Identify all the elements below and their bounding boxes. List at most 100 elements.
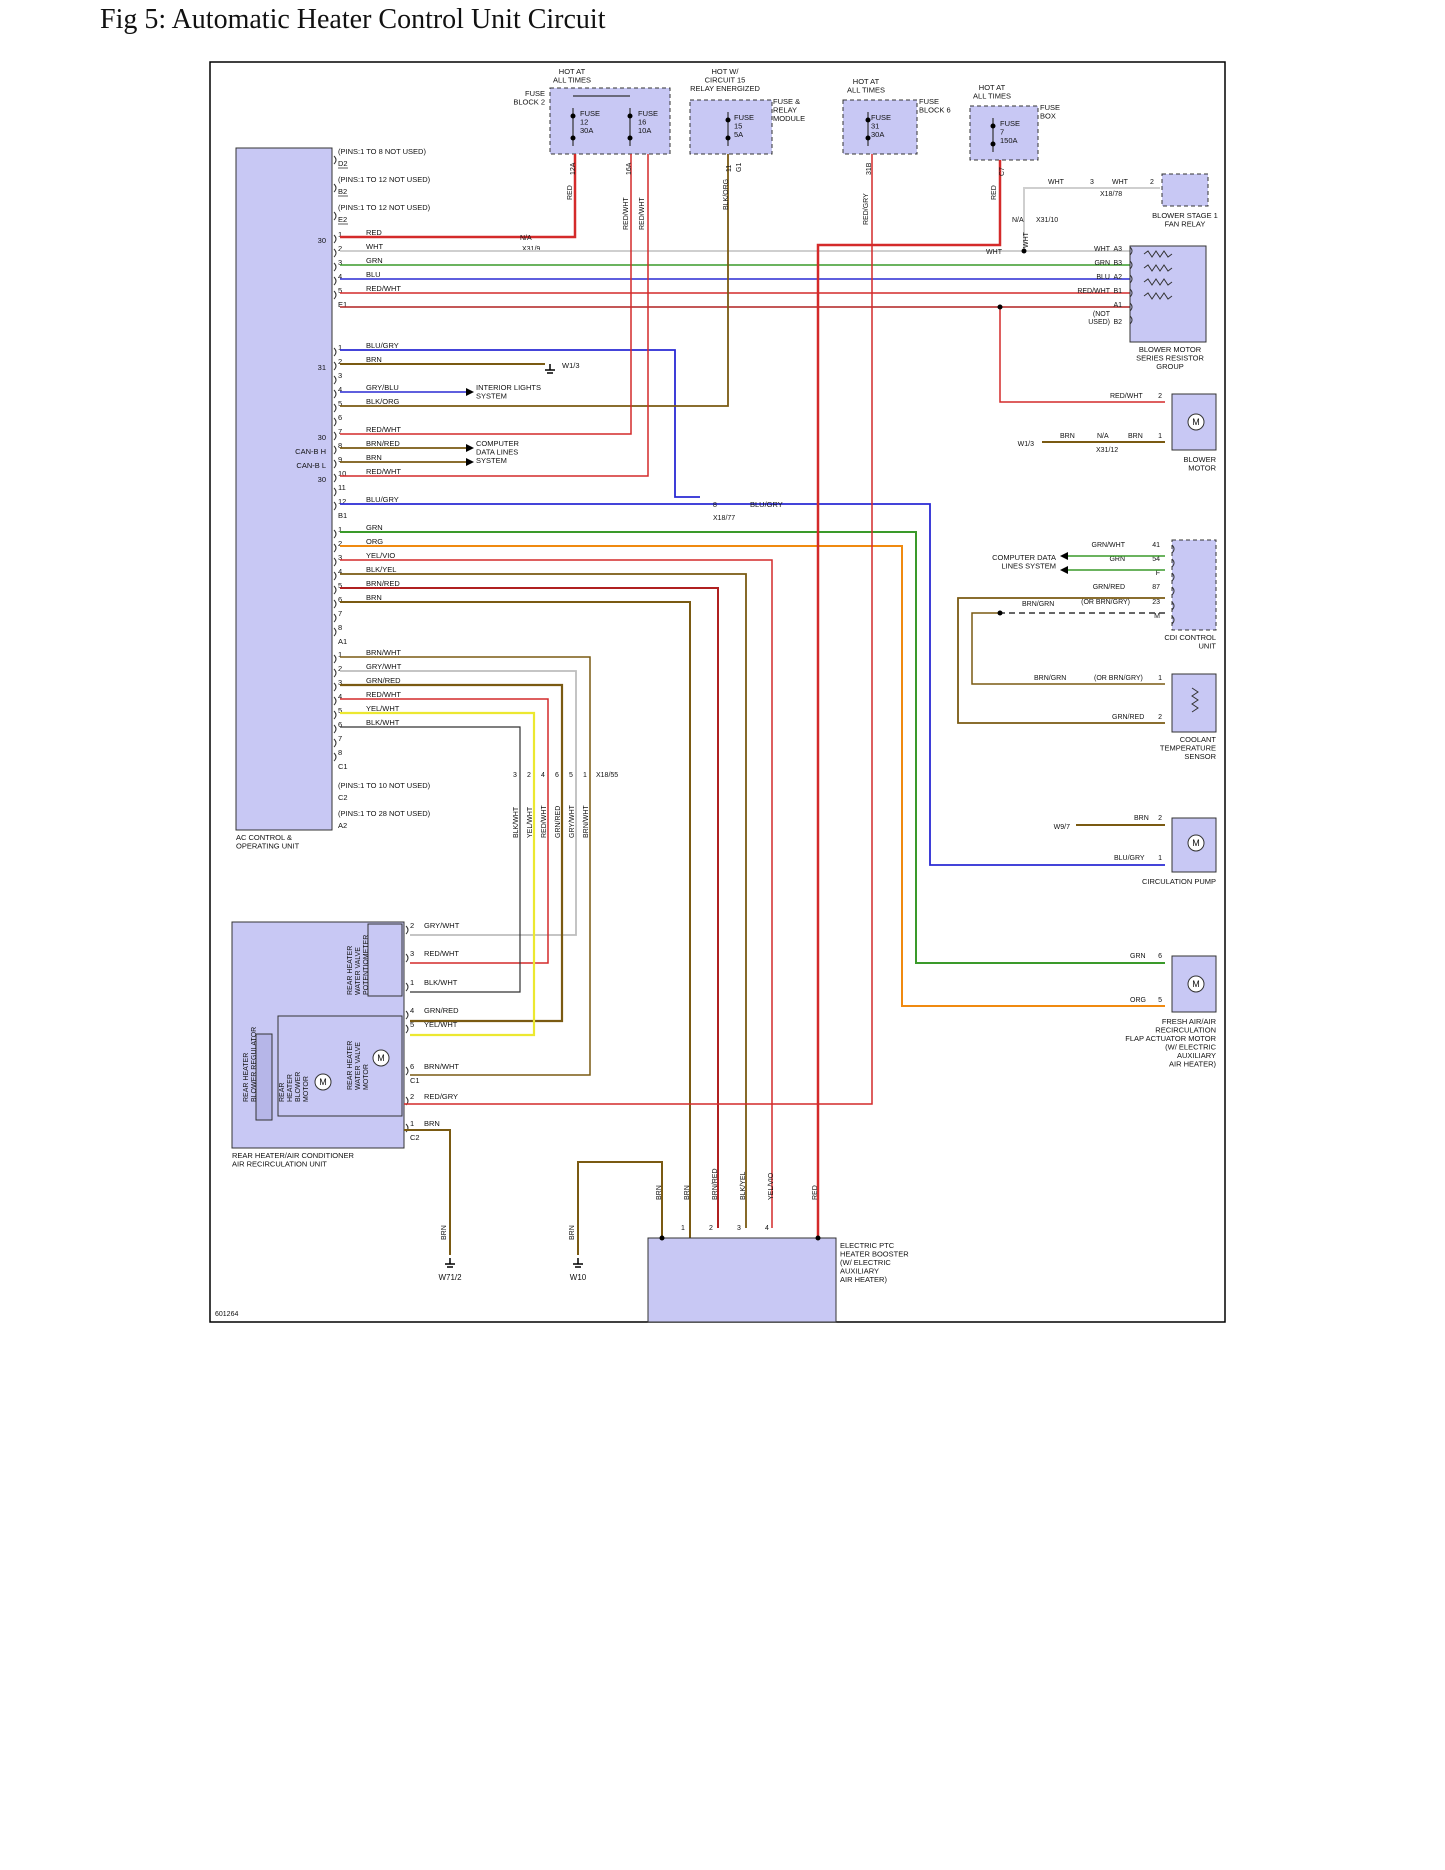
diagram-id: 601264 [215, 1311, 238, 1318]
ground-wire-1: BRN [569, 1225, 576, 1240]
ptc-wire-label-2: BRN/RED [712, 1168, 719, 1200]
b1-side-7: 30 [318, 433, 326, 442]
rear-blower-motor-symbol: M [319, 1077, 327, 1087]
fuse-node-4 [990, 123, 996, 129]
b1-side-10: 30 [318, 475, 326, 484]
x31-12-na: N/A [1097, 433, 1109, 440]
x31-9-na: N/A [520, 235, 532, 242]
rg-wire-3: RED/WHT [1077, 288, 1110, 295]
rear-pinmark-4 [405, 1024, 409, 1034]
rg-pinmark-5 [1129, 315, 1133, 325]
rear-c2: C2 [410, 1133, 420, 1142]
rear-regulator-box [255, 1033, 273, 1121]
fuse-node-b-0 [570, 135, 576, 141]
cdi-pinmark-4 [1171, 601, 1175, 611]
arrow-interior-lights [466, 388, 474, 396]
fb2-pin-2: 16A [626, 162, 633, 175]
conn-note-0: (PINS:1 TO 8 NOT USED) [338, 147, 426, 156]
b1-pin-11: 11 [338, 483, 346, 492]
wire-b1-1-blugry [340, 349, 700, 498]
wire-b1-7-redwht [340, 154, 632, 435]
e1-pinmark-1 [333, 234, 337, 244]
fuse-node-b-4 [990, 141, 996, 147]
blower-pin-2: 2 [1158, 393, 1162, 400]
wire-a1-3-yelvio [340, 559, 773, 1228]
x31-12-wire-r: BRN [1128, 433, 1143, 440]
ac-control-unit [235, 147, 333, 831]
b1-wire-5: BLK/ORG [366, 397, 400, 406]
x31-10-na: N/A [1012, 217, 1024, 224]
b1-wire-7: RED/WHT [366, 425, 401, 434]
a1-pinmark-6 [333, 599, 337, 609]
ground-wire-0: BRN [441, 1225, 448, 1240]
a1-wire-2: ORG [366, 537, 383, 546]
b1-pinmark-2 [333, 361, 337, 371]
fuse-node-b-1 [627, 135, 633, 141]
e1-pinmark-5 [333, 290, 337, 300]
b1-side-8: CAN-B H [295, 447, 326, 456]
coolant-pin-2: 2 [1158, 714, 1162, 721]
rg-wire-2: BLU [1096, 274, 1110, 281]
rear-blower-label: REARHEATERBLOWERMOTOR [279, 1072, 310, 1102]
rear-pin-5: 6 [410, 1062, 414, 1071]
flap-motor-symbol [1187, 975, 1205, 993]
rear-wire-1: RED/WHT [424, 949, 459, 958]
wire-cdi-grnred [957, 597, 1165, 724]
rear-pinmark-5 [405, 1066, 409, 1076]
rear-valve-box [277, 1015, 403, 1117]
conn-id-1: B2 [338, 187, 347, 196]
wire-c1-3-grnred [340, 683, 564, 1023]
c1-wire-5: YEL/WHT [366, 704, 400, 713]
ptc-pin-0: 1 [681, 1225, 685, 1232]
rear-pin-0: 2 [410, 921, 414, 930]
ptc-wire-label-5: RED [812, 1185, 819, 1200]
ac-unit-name: AC CONTROL &OPERATING UNIT [236, 833, 300, 851]
ground-w10-label: W10 [570, 1273, 587, 1282]
cdi-pin-2: F [1156, 570, 1160, 577]
a2-conn-id: A2 [338, 821, 347, 830]
b1-wire-12: BLU/GRY [366, 495, 399, 504]
ptc-wire-label-3: BLK/YEL [740, 1171, 747, 1200]
fuse-wire-label-2: RED/WHT [639, 197, 646, 230]
a1-pinmark-5 [333, 585, 337, 595]
conn-pin-2 [333, 211, 337, 221]
pump-motor-symbol [1187, 834, 1205, 852]
b1-pinmark-1 [333, 347, 337, 357]
fuse-node-1 [627, 113, 633, 119]
coolant-pin-1: 1 [1158, 675, 1162, 682]
a1-pin-5: 5 [338, 581, 342, 590]
b1-wire-8: BRN/RED [366, 439, 400, 448]
b1-pin-3: 3 [338, 371, 342, 380]
b1-pinmark-3 [333, 375, 337, 385]
cdi-wire-1: GRN [1109, 556, 1125, 563]
e1-conn-id: E1 [338, 300, 347, 309]
fuse-wire-label-5: RED [991, 185, 998, 200]
ptc-pin-1: 2 [709, 1225, 713, 1232]
ground-w1-3a-id: W1/3 [562, 361, 580, 370]
wire-b1-12-blugry [340, 503, 1165, 866]
a1-pinmark-1 [333, 529, 337, 539]
rear-pin-4: 5 [410, 1020, 414, 1029]
wire-c1-2-grywht [340, 670, 577, 936]
fuse-node-0 [570, 113, 576, 119]
cdi-junction [997, 610, 1003, 616]
flap-wire-6: GRN [1130, 953, 1146, 960]
a1-pinmark-3 [333, 557, 337, 567]
b1-pin-4: 4 [338, 385, 342, 394]
c1-pin-3: 3 [338, 678, 342, 687]
x18-55-wire-2: RED/WHT [541, 805, 548, 838]
wire-c1-6-blkwht [340, 726, 521, 993]
resistor-2 [1143, 278, 1173, 286]
e1-pinmark-4 [333, 276, 337, 286]
rg-pin-4: A1 [1113, 302, 1122, 309]
x18-55-wire-3: GRN/RED [555, 806, 562, 838]
arrow-can-l [466, 458, 474, 466]
rear-pin-1: 3 [410, 949, 414, 958]
cdi-pin-1: 54 [1152, 556, 1160, 563]
flap-pin-6: 6 [1158, 953, 1162, 960]
